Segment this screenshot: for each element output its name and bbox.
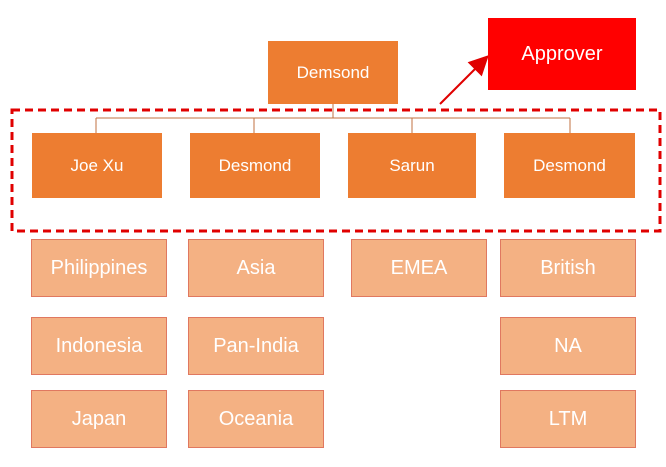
region-node: Asia xyxy=(188,239,324,297)
approver-arrow xyxy=(439,55,489,105)
manager-node: Desmond xyxy=(190,133,320,198)
region-node: Oceania xyxy=(188,390,324,448)
manager-label: Desmond xyxy=(533,155,606,175)
region-node: Philippines xyxy=(31,239,167,297)
root-label: Demsond xyxy=(296,62,370,82)
region-label: NA xyxy=(554,334,582,357)
manager-node: Joe Xu xyxy=(32,133,162,198)
region-label: Japan xyxy=(71,407,127,430)
approver-label: Approver xyxy=(521,42,603,65)
region-label: Indonesia xyxy=(55,334,143,357)
region-node: British xyxy=(500,239,636,297)
region-label: British xyxy=(540,256,596,279)
manager-label: Desmond xyxy=(218,155,292,175)
approver-box: Approver xyxy=(488,18,636,90)
region-label: Asia xyxy=(236,256,276,279)
region-node: NA xyxy=(500,317,636,375)
region-label: LTM xyxy=(548,407,588,430)
region-label: Pan-India xyxy=(213,334,299,357)
region-node: Japan xyxy=(31,390,167,448)
manager-label: Sarun xyxy=(389,155,435,175)
manager-label: Joe Xu xyxy=(70,155,124,175)
manager-node: Sarun xyxy=(348,133,476,198)
region-node: Pan-India xyxy=(188,317,324,375)
region-node: EMEA xyxy=(351,239,487,297)
region-label: Oceania xyxy=(218,407,294,430)
manager-node: Desmond xyxy=(504,133,635,198)
region-node: Indonesia xyxy=(31,317,167,375)
region-label: EMEA xyxy=(390,256,448,279)
region-node: LTM xyxy=(500,390,636,448)
region-label: Philippines xyxy=(50,256,148,279)
root-node: Demsond xyxy=(268,41,398,104)
approver-group-highlight xyxy=(10,108,662,233)
